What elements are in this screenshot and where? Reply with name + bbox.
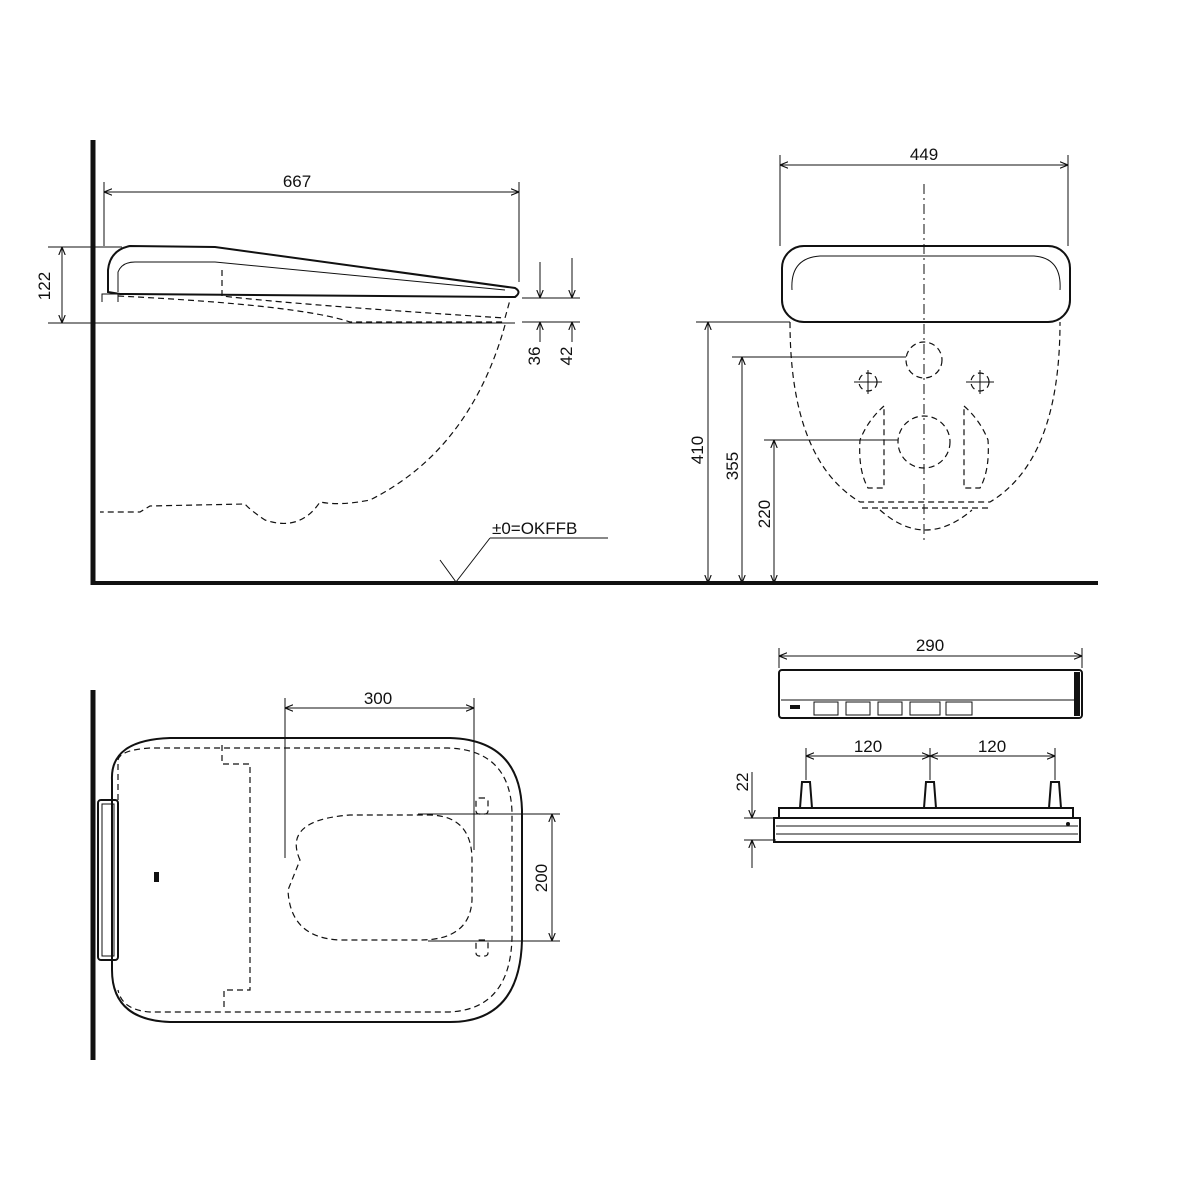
front-view: 449 410 355 220 <box>688 145 1071 583</box>
dim-depth-label: 300 <box>364 689 392 708</box>
top-outline <box>110 737 523 1023</box>
dim-width-label: 449 <box>910 145 938 164</box>
remote-view: 290 120 120 22 <box>733 636 1083 868</box>
bracket-top <box>778 807 1074 819</box>
hidden-seat-bottom <box>117 295 505 323</box>
remote-button-1 <box>813 701 839 716</box>
dim-200-label: 200 <box>532 864 551 892</box>
outlet-hole <box>897 415 951 469</box>
hidden-seat <box>221 270 511 319</box>
bracket-pin-3 <box>1047 781 1063 809</box>
dim-length-label: 667 <box>283 172 311 191</box>
upper-hole <box>905 341 943 379</box>
remote-button-5 <box>945 701 973 716</box>
side-view: 667 122 36 42 ±0=OKFFB <box>35 140 1098 585</box>
bracket-plate <box>773 817 1081 843</box>
dim-spacing-a-label: 120 <box>854 737 882 756</box>
dim-220-label: 220 <box>755 500 774 528</box>
dim-remote-width-label: 290 <box>916 636 944 655</box>
dim-410-label: 410 <box>688 436 707 464</box>
left-rim <box>859 404 885 489</box>
bracket-pin-2 <box>922 781 938 809</box>
seat-opening <box>287 814 473 941</box>
dim-spacing-b-label: 120 <box>978 737 1006 756</box>
dim-355-label: 355 <box>723 452 742 480</box>
front-seat <box>781 245 1071 323</box>
seat-lid-inner <box>117 261 506 292</box>
sensor-dot <box>154 872 159 882</box>
hidden-bowl <box>100 324 506 524</box>
dim-remote-height-label: 22 <box>733 773 752 792</box>
seat-lid <box>107 244 520 299</box>
front-hidden-bowl <box>789 321 1061 503</box>
bracket-pin-1 <box>798 781 814 809</box>
dim-36-label: 36 <box>525 347 544 366</box>
top-inner-outline <box>117 747 513 1013</box>
hidden-plate <box>221 745 251 1008</box>
hinge-detail <box>101 293 119 302</box>
front-seat-inner <box>791 255 1061 291</box>
seat-hinge-block <box>97 799 119 961</box>
remote-button-3 <box>877 701 903 716</box>
remote-button-2 <box>845 701 871 716</box>
remote-button-4 <box>909 701 941 716</box>
remote-body <box>778 669 1083 719</box>
dim-height-label: 122 <box>35 272 54 300</box>
dim-42-label: 42 <box>557 347 576 366</box>
floor-reference-label: ±0=OKFFB <box>492 519 577 538</box>
right-rim <box>963 404 989 489</box>
top-view: 300 200 <box>90 689 560 1060</box>
